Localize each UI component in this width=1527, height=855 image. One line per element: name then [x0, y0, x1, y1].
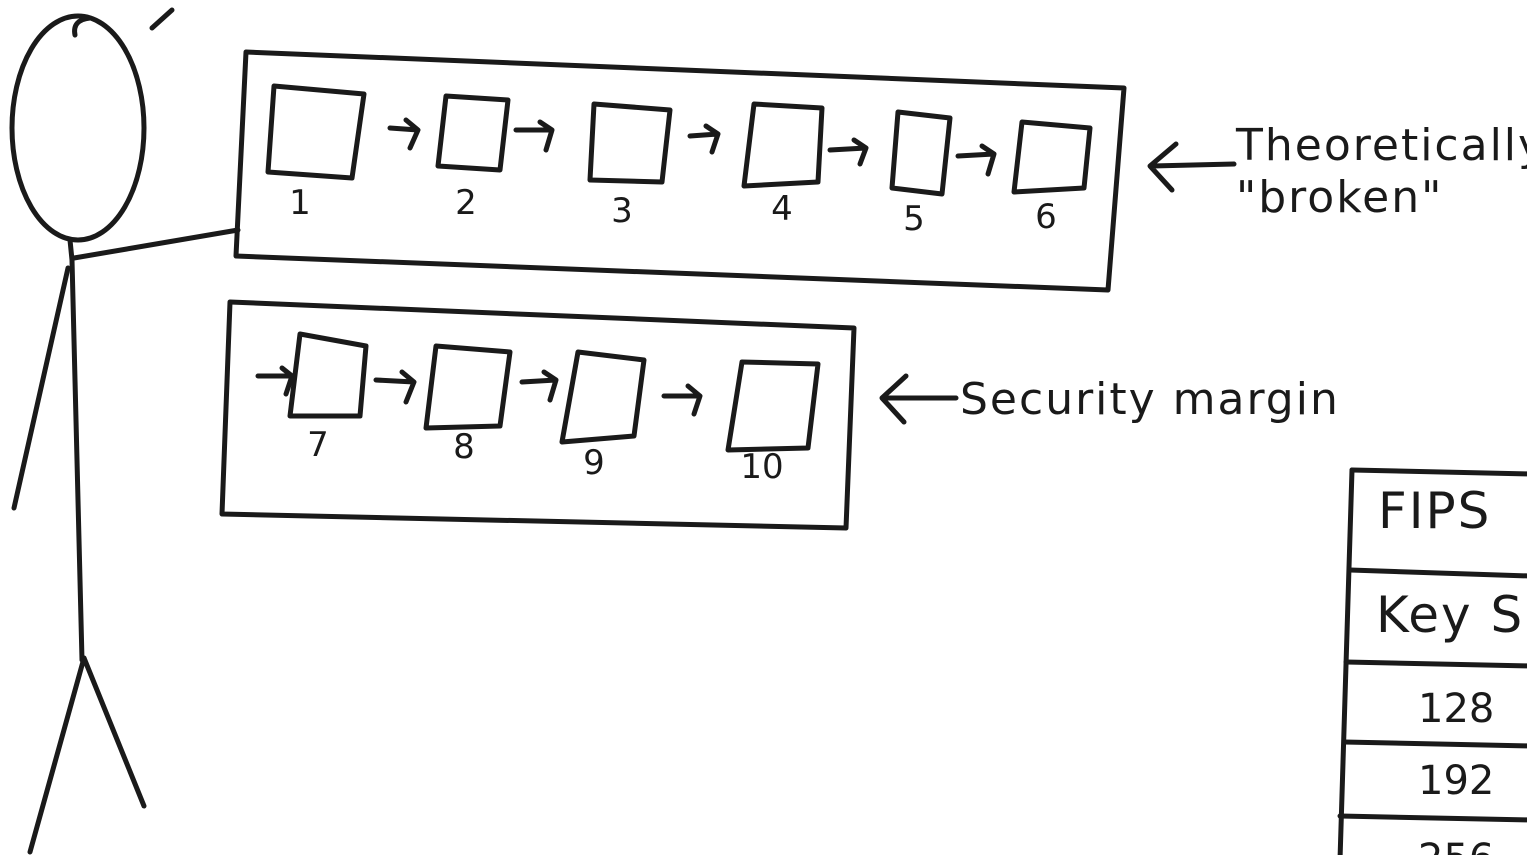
table-border [1349, 467, 1527, 477]
arrow [827, 137, 869, 167]
stick-figure-leg-left [27, 655, 87, 855]
stick-figure-mark [149, 7, 175, 31]
fips-table: FIPS Key Si 128 192 256 [1337, 467, 1527, 855]
table-header: Key Si [1376, 586, 1527, 644]
round-label: 10 [740, 447, 783, 487]
security-margin-annotation: Security margin [879, 373, 1340, 425]
table-cell: 256 [1418, 836, 1494, 855]
annotation-text: Security margin [960, 374, 1340, 425]
arrow [513, 119, 555, 153]
table-border [1337, 467, 1355, 855]
top-rounds-group: 1 2 3 4 5 6 [233, 49, 1127, 293]
theoretically-broken-annotation: Theoretically "broken" [1147, 120, 1527, 223]
round-label: 2 [455, 183, 477, 223]
round-label: 1 [289, 183, 311, 223]
top-rounds-frame [233, 49, 1127, 293]
round-label: 6 [1035, 197, 1057, 237]
round-label: 3 [611, 191, 633, 231]
stick-figure-hair [72, 15, 93, 38]
round-box [1011, 119, 1093, 195]
stick-figure-arm-down [11, 265, 71, 511]
round-label: 5 [903, 199, 925, 239]
arrow [955, 143, 997, 177]
round-box [287, 331, 369, 419]
round-box [741, 101, 825, 189]
round-label: 7 [307, 425, 329, 465]
round-label: 9 [583, 443, 605, 483]
table-divider [1341, 739, 1527, 749]
round-box [725, 359, 821, 453]
arrow [661, 383, 703, 417]
round-label: 4 [771, 189, 793, 229]
table-divider [1347, 567, 1527, 579]
annotation-text: Theoretically [1235, 120, 1527, 171]
annotation-text: "broken" [1236, 172, 1443, 223]
arrow [519, 369, 559, 403]
round-box [435, 93, 511, 173]
stick-figure-arm-raised [71, 227, 241, 261]
round-box [423, 343, 513, 431]
bottom-rounds-group: 7 8 9 10 [219, 299, 857, 531]
stick-figure [9, 7, 241, 855]
table-cell: 192 [1418, 758, 1494, 804]
table-title: FIPS [1378, 482, 1491, 540]
round-box [889, 109, 953, 197]
arrow [387, 117, 421, 151]
annotation-arrow [879, 373, 959, 425]
stick-figure-body [67, 237, 85, 663]
stick-figure-head [9, 13, 147, 243]
round-label: 8 [453, 427, 475, 467]
round-box [559, 349, 647, 445]
table-divider [1337, 813, 1527, 823]
table-cell: 128 [1418, 686, 1494, 732]
arrow [255, 365, 295, 397]
bottom-rounds-frame [219, 299, 857, 531]
round-box [587, 101, 673, 185]
arrow [687, 123, 721, 155]
stick-figure-leg-right [81, 655, 147, 809]
round-box [265, 83, 367, 181]
arrow [373, 369, 417, 405]
table-divider [1343, 659, 1527, 669]
annotation-arrow [1147, 141, 1237, 193]
